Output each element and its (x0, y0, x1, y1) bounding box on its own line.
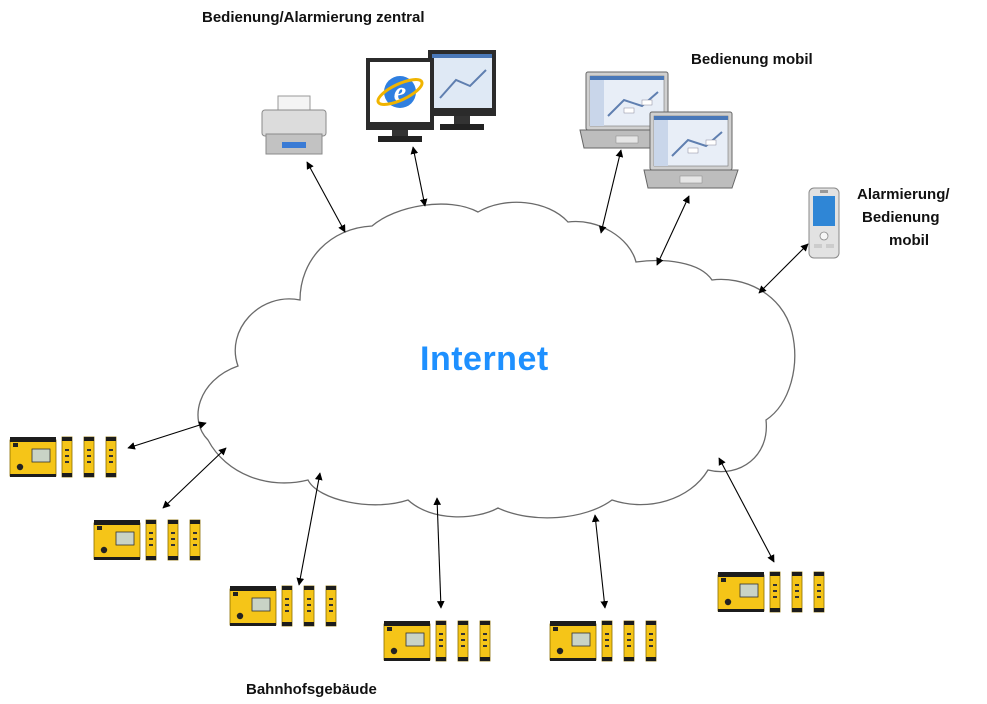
link-module-5 (591, 514, 609, 609)
link-printer (306, 161, 346, 233)
controller-module-icon (9, 436, 117, 478)
link-phone (758, 243, 809, 294)
link-module-4 (433, 497, 445, 609)
link-module-3 (296, 472, 323, 586)
link-laptop-2 (656, 195, 690, 266)
link-module-2 (162, 447, 227, 509)
laptop-icon (643, 111, 739, 189)
controller-module-icon (717, 571, 825, 613)
label-phone-line3: mobil (889, 232, 929, 249)
controller-module-icon (229, 585, 337, 627)
controller-module-icon (93, 519, 201, 561)
label-phone-line1: Alarmierung/ (857, 186, 950, 203)
link-laptop-1 (598, 149, 624, 234)
controller-module-icon (549, 620, 657, 662)
link-desktop (410, 146, 428, 207)
label-bottom: Bahnhofsgebäude (246, 681, 377, 698)
link-module-1 (127, 421, 207, 450)
link-module-6 (718, 457, 775, 563)
cloud-label: Internet (420, 340, 549, 378)
label-phone-line2: Bedienung (862, 209, 940, 226)
label-central: Bedienung/Alarmierung zentral (202, 9, 425, 26)
controller-module-icon (383, 620, 491, 662)
printer-icon (261, 95, 327, 155)
internet-cloud (197, 201, 796, 519)
label-mobile: Bedienung mobil (691, 51, 813, 68)
desktop-computer-icon: e (366, 50, 496, 142)
mobile-phone-icon (808, 187, 840, 259)
